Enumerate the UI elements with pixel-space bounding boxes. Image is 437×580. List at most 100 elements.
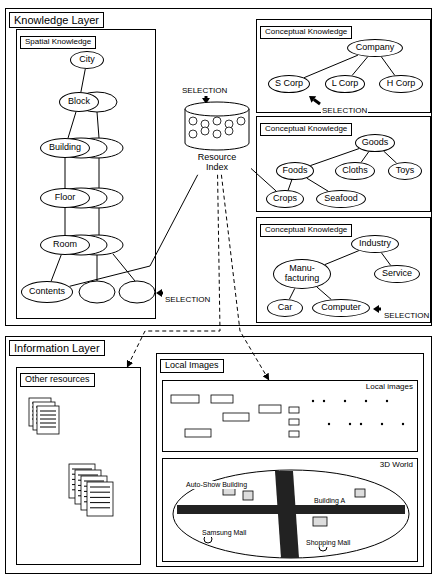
concept-ellipse: Company <box>347 39 403 57</box>
connector <box>325 251 359 265</box>
concept-ellipse: Contents <box>21 281 74 303</box>
concept-ellipse: Cloths <box>335 162 374 180</box>
region-label: Local images <box>366 383 413 392</box>
image-tag <box>289 407 299 413</box>
stacked-ellipse <box>119 281 155 303</box>
image-dot <box>328 423 330 425</box>
connector <box>51 255 61 281</box>
road <box>177 505 405 514</box>
node-label: Room <box>53 240 77 250</box>
concept-ellipse: Floor <box>40 188 90 208</box>
document-line <box>40 415 56 416</box>
index-entry <box>225 127 233 135</box>
connector <box>317 287 332 300</box>
document-line <box>90 502 110 503</box>
concept-ellipse: Building <box>40 138 90 158</box>
map-label: Auto-Show Building <box>185 481 248 489</box>
selection-label: SELECTION <box>321 107 368 116</box>
document-line <box>84 481 104 482</box>
node-label: L Corp <box>332 79 359 89</box>
image-dot <box>386 400 388 402</box>
connector <box>381 57 394 76</box>
connector <box>221 175 268 380</box>
road <box>275 471 299 558</box>
panel-heading: Spatial Knowledge <box>20 36 96 49</box>
image-dot <box>323 400 325 402</box>
tree-line <box>99 208 100 235</box>
concept-ellipse: Toys <box>388 162 422 180</box>
connector <box>251 168 276 191</box>
selection-arrow <box>379 308 381 311</box>
document-line <box>72 469 92 470</box>
image-tag <box>289 419 299 425</box>
selection-label: SELECTION <box>181 87 228 96</box>
connector <box>65 208 66 235</box>
document-line <box>40 419 56 420</box>
index-entry <box>189 117 197 125</box>
image-tag <box>223 413 249 421</box>
concept-ellipse: Industry <box>351 235 399 253</box>
stacked-ellipse <box>79 281 115 303</box>
image-dot <box>360 423 362 425</box>
cylinder-symbol <box>183 101 251 151</box>
stacked-ellipse <box>173 470 409 558</box>
panel-heading: Conceptual Knowledge <box>260 224 352 237</box>
label-holder: SELECTION <box>164 288 211 306</box>
selection-label: SELECTION <box>164 296 211 305</box>
panel-heading: Information Layer <box>9 340 105 356</box>
resource-panel: Other resources <box>16 367 141 565</box>
image-dot <box>381 423 383 425</box>
image-tag <box>211 395 233 403</box>
document-line <box>40 411 56 412</box>
concept-ellipse: Computer <box>312 299 369 317</box>
node-label: Building <box>49 143 81 153</box>
building-block <box>355 489 365 497</box>
image-dot <box>349 423 351 425</box>
document-line <box>90 487 110 488</box>
tree-line <box>99 158 100 188</box>
image-tag <box>259 405 281 413</box>
image-dot <box>365 400 367 402</box>
node-label: Car <box>278 303 293 313</box>
connector <box>81 69 85 92</box>
index-entry <box>213 130 221 138</box>
tree-line <box>113 254 135 281</box>
selection-arrowhead <box>156 289 162 297</box>
selection-label: SELECTION <box>383 312 430 321</box>
node-label: Computer <box>321 303 361 313</box>
document-line <box>40 427 56 428</box>
index-entry <box>189 130 197 138</box>
map-label: Building A <box>313 497 346 505</box>
document-line <box>90 497 110 498</box>
knowledge-panel: Conceptual KnowledgeGoodsFoodsClothsToys… <box>256 116 431 212</box>
concept-ellipse: Seafood <box>316 190 366 208</box>
region-label: 3D World <box>380 461 413 470</box>
panel-heading: Other resources <box>20 373 95 387</box>
index-entry <box>201 127 209 135</box>
concept-ellipse: Manu- facturing <box>273 259 331 289</box>
node-label: City <box>79 55 95 65</box>
document-icon <box>37 406 59 434</box>
stacked-ellipse <box>185 102 249 116</box>
index-entry <box>237 117 245 125</box>
document-icon <box>87 482 113 516</box>
concept-ellipse: S Corp <box>268 75 310 93</box>
node-label: Crops <box>273 194 297 204</box>
node-label: Goods <box>362 138 389 148</box>
illustration <box>163 381 417 451</box>
concept-ellipse: Service <box>374 265 419 283</box>
concept-ellipse: Block <box>59 92 99 112</box>
illustration <box>163 459 417 561</box>
image-region: Local images <box>162 380 418 452</box>
document-line <box>78 475 98 476</box>
connector <box>384 151 397 163</box>
concept-ellipse: Crops <box>266 190 303 208</box>
node-label: Resource Index <box>186 153 248 173</box>
node-label: Toys <box>396 166 415 176</box>
illustration <box>17 368 140 564</box>
label-holder: Building A <box>313 489 346 507</box>
image-tag <box>171 395 199 403</box>
index-entry <box>213 117 221 125</box>
building-block <box>243 491 253 500</box>
node-label: Block <box>68 97 90 107</box>
